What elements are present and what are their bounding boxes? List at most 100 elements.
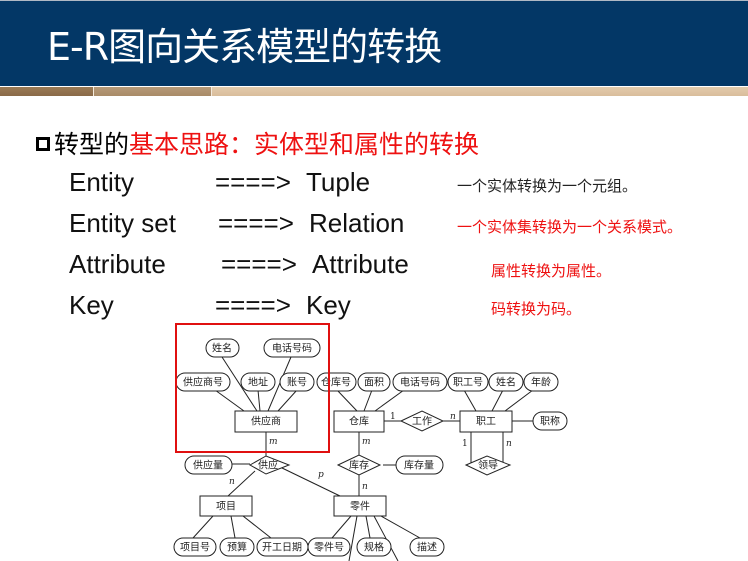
bullet-highlight: 基本思路：实体型和属性的转换 [129,130,480,159]
cardinality-label: 1 [390,412,396,422]
mapping-arrow: ====> [218,208,294,238]
attr-oval [316,372,357,392]
slide-title: E-R图向关系模型的转换 [47,25,442,69]
attr-label: 职工号 [453,377,483,389]
entity-supplier-box [234,410,298,433]
mapping-target: Relation [309,208,405,238]
entity-employee-label: 职工 [476,416,496,428]
mapping-arrow: ====> [221,249,297,279]
entity-employee-box [459,410,513,433]
relationship-stock-diamond [336,454,382,476]
mapping-arrow: ====> [215,167,291,197]
attr-oval [395,455,444,475]
entity-warehouse-box [333,410,385,433]
decor-bar-separator [93,87,94,96]
attr-oval [279,372,315,392]
relationship-supply-label: 供应 [258,459,278,472]
er-edge [504,389,534,412]
relationship-supply-diamond [248,455,291,475]
entity-part-box [333,495,387,517]
attr-oval [356,537,392,557]
mapping-source: Key [69,290,114,320]
decor-bar-dark [0,87,93,96]
attr-oval [488,372,524,392]
attr-oval [184,455,233,475]
er-edge [463,389,477,412]
cardinality-label: m [269,437,278,447]
er-edge [374,389,405,412]
slide-header: E-R图向关系模型的转换 [0,0,748,86]
attr-oval [219,537,255,557]
er-edge [230,515,236,539]
decor-bar-light [212,87,748,96]
decor-bar-mid [94,87,211,96]
attr-oval [307,537,351,557]
mapping-target: Key [306,290,351,320]
attr-oval [523,372,559,392]
er-edge [380,515,421,539]
attr-oval [392,372,448,392]
attr-label: 供应商号 [183,376,223,389]
highlight-box [175,323,330,453]
attr-oval [173,537,217,557]
attr-label: 描述 [417,541,437,554]
cardinality-label: n [362,482,368,492]
attr-label: 电话号码 [400,376,440,389]
mapping-note-attribute: 属性转换为属性。 [491,262,612,280]
entity-part-label: 零件 [350,501,370,513]
attr-label: 账号 [287,377,307,389]
attr-label: 姓名 [212,342,232,355]
attr-oval [357,372,391,392]
attr-label: 供应量 [193,459,223,472]
cardinality-label: 1 [462,439,468,449]
attr-oval [447,372,489,392]
attr-oval [409,537,445,557]
attr-label: 开工日期 [262,542,302,554]
attr-label: 规格 [364,541,384,554]
mapping-source: Entity set [69,208,176,238]
mapping-note-entity: 一个实体转换为一个元组。 [457,177,638,195]
attr-label: 年龄 [531,376,551,389]
attr-label: 零件号 [314,542,344,554]
er-edge [192,515,214,539]
attr-oval [205,338,240,358]
er-edge [363,389,373,412]
er-edge [277,389,298,412]
relationship-work-diamond [399,410,445,432]
er-edge [227,470,256,497]
header-divider [0,86,748,87]
mapping-target: Tuple [306,167,371,197]
er-edge [365,515,371,539]
er-edge [279,466,341,497]
attr-label: 职称 [540,415,560,428]
entity-supplier-label: 供应商 [251,415,281,428]
attr-label: 姓名 [496,376,516,389]
bullet-heading: 转型的基本思路：实体型和属性的转换 [36,128,479,162]
cardinality-label: n [450,412,456,422]
attr-label: 预算 [227,541,247,554]
attr-label: 仓库号 [321,376,351,389]
er-edge [336,389,358,412]
mapping-arrow: ====> [215,290,291,320]
er-edge [348,515,358,561]
attr-label: 库存量 [404,459,434,472]
mapping-note-key: 码转换为码。 [491,300,582,318]
relationship-lead-diamond [464,455,512,476]
entity-project-box [199,495,253,517]
relationship-work-label: 工作 [412,416,432,428]
er-edge [221,356,258,412]
attr-oval [532,411,568,431]
er-edge [491,389,504,412]
mapping-source: Entity [69,167,135,197]
er-edge [267,356,292,412]
decor-bar-separator [211,87,212,96]
relationship-stock-label: 库存 [349,459,369,472]
entity-project-label: 项目 [216,501,236,513]
relationship-lead-label: 领导 [478,459,498,472]
er-edge [257,389,261,412]
hollow-square-bullet-icon [36,137,50,151]
er-edge [331,515,352,539]
cardinality-label: n [229,477,235,487]
bullet-prefix: 转型的 [54,130,130,159]
